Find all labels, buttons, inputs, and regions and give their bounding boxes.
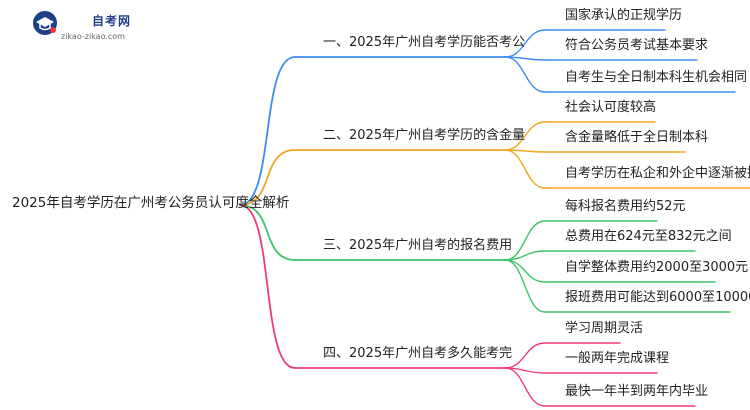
leaf-node: 含金量略低于全日制本科 xyxy=(565,130,709,145)
branch-node: 一、2025年广州自考学历能否考公 xyxy=(323,35,526,50)
leaf-node: 总费用在624元至832元之间 xyxy=(565,229,732,244)
leaf-link xyxy=(504,220,546,261)
leaf-link xyxy=(504,367,546,407)
leaf-node: 社会认可度较高 xyxy=(565,100,657,115)
branch-link xyxy=(239,204,296,261)
branch-link xyxy=(239,204,296,369)
leaf-link xyxy=(504,149,546,189)
leaf-link xyxy=(504,121,546,151)
leaf-node: 一般两年完成课程 xyxy=(565,351,670,366)
site-title: 自考网 xyxy=(92,14,132,28)
leaf-link xyxy=(504,342,546,369)
leaf-link xyxy=(504,56,546,93)
root-node: 2025年自考学历在广州考公务员认可度全解析 xyxy=(12,195,290,211)
leaf-node: 每科报名费用约52元 xyxy=(565,199,686,214)
leaf-node: 报班费用可能达到6000至10000元 xyxy=(565,290,750,305)
leaf-node: 自学整体费用约2000至3000元 xyxy=(565,260,749,275)
leaf-node: 最快一年半到两年内毕业 xyxy=(565,384,709,399)
leaf-link xyxy=(504,259,546,313)
leaf-node: 符合公务员考试基本要求 xyxy=(565,38,709,53)
branch-link xyxy=(239,56,296,206)
leaf-link xyxy=(504,259,546,283)
leaf-link xyxy=(504,29,546,58)
leaf-node: 自考学历在私企和外企中逐渐被接受 xyxy=(565,166,750,181)
mindmap-links xyxy=(239,29,750,407)
site-logo[interactable]: 自考网 zikao-zikao.com xyxy=(32,6,152,46)
leaf-node: 自考生与全日制本科生机会相同 xyxy=(565,70,748,85)
leaf-node: 国家承认的正规学历 xyxy=(565,8,683,23)
branch-link xyxy=(239,149,296,206)
graduation-cap-icon xyxy=(33,11,57,35)
branch-node: 四、2025年广州自考多久能考完 xyxy=(323,346,513,361)
branch-node: 三、2025年广州自考的报名费用 xyxy=(323,238,513,253)
branch-node: 二、2025年广州自考学历的含金量 xyxy=(323,128,526,143)
site-url: zikao-zikao.com xyxy=(61,32,125,41)
leaf-node: 学习周期灵活 xyxy=(565,321,644,336)
